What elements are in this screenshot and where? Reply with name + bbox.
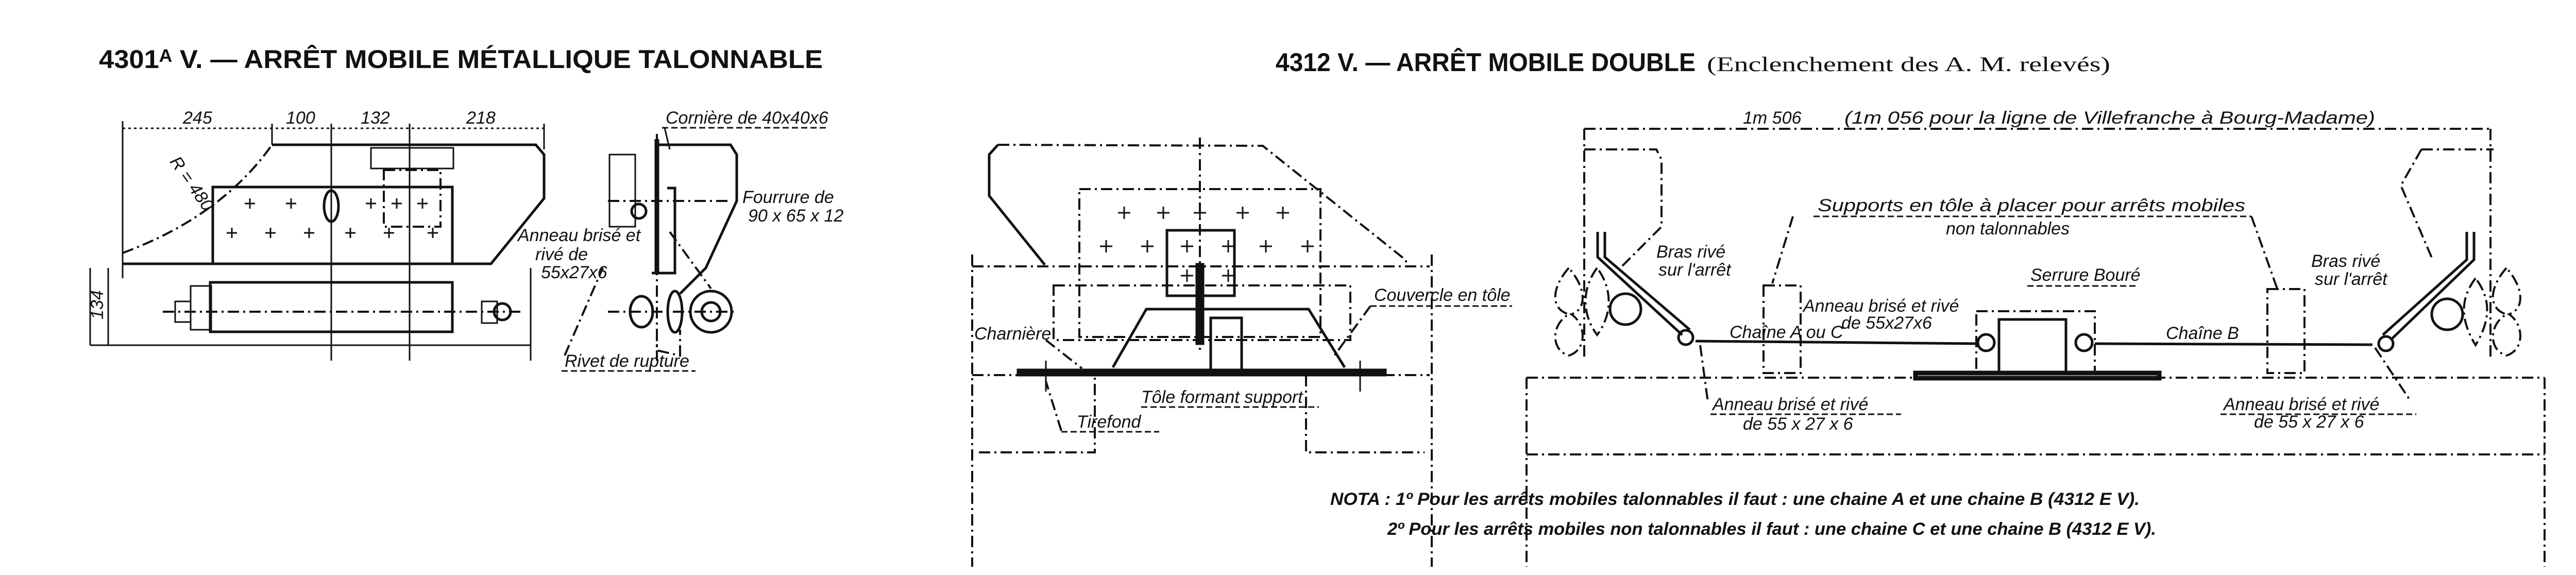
label-non-talonnables: non talonnables <box>1946 219 2070 239</box>
label-anneau-bottom-left-size: de 55 x 27 x 6 <box>1743 414 1853 434</box>
label-sur-arret-right: sur l'arrêt <box>2315 269 2388 289</box>
label-tole-support: Tôle formant support <box>1141 387 1303 407</box>
dimension-132: 132 <box>361 108 390 128</box>
stop-side-view <box>608 134 738 361</box>
dimension-line-top: 245 100 132 218 <box>122 108 545 361</box>
dimension-100: 100 <box>286 108 315 128</box>
dimension-218: 218 <box>466 108 496 128</box>
label-tirefond: Tirefond <box>1077 412 1142 432</box>
label-couvercle: Couvercle en tôle <box>1374 285 1511 305</box>
figure-4312-title: 4312 V. — ARRÊT MOBILE DOUBLE <box>1276 48 1696 77</box>
stop-plate-front-view: R = 480 <box>122 143 546 309</box>
label-rivet-rupture: Rivet de rupture <box>565 351 689 371</box>
label-chaine-b: Chaîne B <box>2166 324 2239 343</box>
label-anneau-size: 55x27x6 <box>541 263 607 282</box>
label-corniere: Cornière de 40x40x6 <box>666 108 828 128</box>
figure-4312-subtitle: (Enclenchement des A. M. relevés) <box>1707 53 2110 76</box>
label-anneau-bottom-right: Anneau brisé et rivé <box>2223 395 2379 414</box>
nota-line-2: 2º Pour les arrêts mobiles non talonnabl… <box>1387 519 2156 539</box>
figure-4301a: 4301ᴬ V. — ARRÊT MOBILE MÉTALLIQUE TALON… <box>88 45 843 372</box>
height-dimension: 134 <box>88 268 532 361</box>
label-anneau-mid-size: de 55x27x6 <box>1841 313 1932 333</box>
nota-block: NOTA : 1º Pour les arrêts mobiles talonn… <box>1330 489 2156 539</box>
roller-assembly <box>163 281 523 333</box>
dimension-245: 245 <box>182 108 212 128</box>
label-bras-rive-left: Bras rivé <box>1656 242 1725 262</box>
label-bras-rive-right: Bras rivé <box>2311 251 2380 271</box>
label-anneau-brise: Anneau brisé et <box>517 226 641 245</box>
label-sur-arret-left: sur l'arrêt <box>1658 260 1732 280</box>
figure-4312: 4312 V. — ARRÊT MOBILE DOUBLE (Enclenche… <box>971 48 2546 567</box>
label-anneau-mid: Anneau brisé et rivé <box>1802 296 1959 316</box>
double-stop-front-view <box>971 138 1433 567</box>
double-stop-track-view <box>1526 128 2546 567</box>
label-anneau-rive: rivé de <box>535 245 588 264</box>
label-serrure-boure: Serrure Bouré <box>2030 265 2141 285</box>
radius-label: R = 480 <box>166 153 217 214</box>
label-charniere: Charnière <box>974 324 1051 344</box>
label-chaine-a-ou-c: Chaîne A ou C <box>1730 323 1843 342</box>
label-supports: Supports en tôle à placer pour arrêts mo… <box>1818 196 2245 215</box>
label-anneau-bottom-left: Anneau brisé et rivé <box>1711 395 1868 414</box>
label-dim-villefranche: (1m 056 pour la ligne de Villefranche à … <box>1844 108 2375 128</box>
dimension-134: 134 <box>88 290 107 319</box>
label-dim-1506: 1m 506 <box>1743 108 1801 128</box>
nota-line-1: NOTA : 1º Pour les arrêts mobiles talonn… <box>1330 489 2140 509</box>
label-anneau-bottom-right-size: de 55 x 27 x 6 <box>2254 412 2364 432</box>
label-fourrure: Fourrure de <box>742 188 834 207</box>
figure-4301a-title: 4301ᴬ V. — ARRÊT MOBILE MÉTALLIQUE TALON… <box>99 45 823 74</box>
label-fourrure-size: 90 x 65 x 12 <box>748 206 843 226</box>
